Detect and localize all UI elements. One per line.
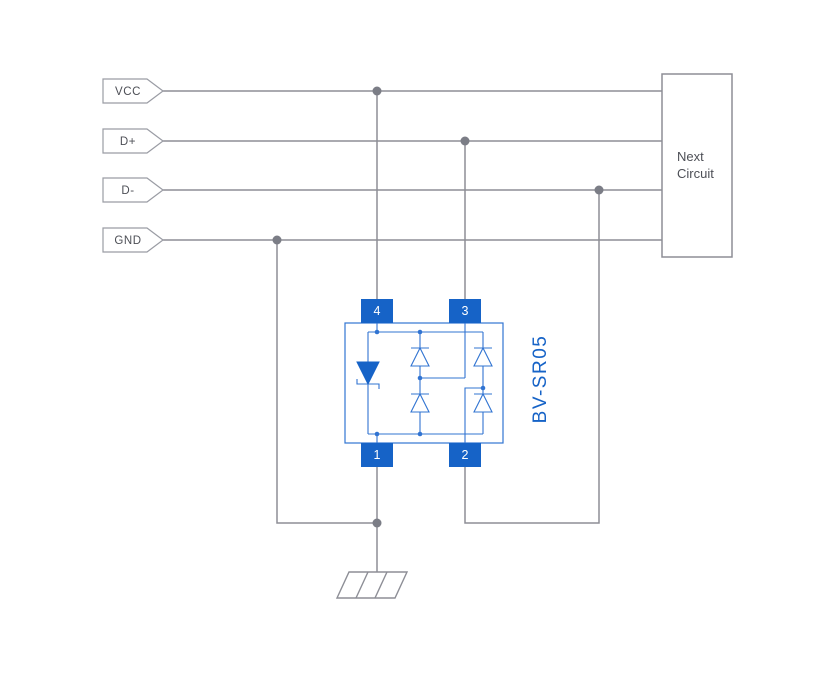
ground-symbol-icon xyxy=(335,571,409,599)
next-circuit-block: Next Circuit xyxy=(661,73,733,258)
net-label-gnd: GND xyxy=(114,235,141,247)
chip-pin-2 xyxy=(449,443,481,467)
part-number-label: BV-SR05 xyxy=(530,335,551,424)
junction-dot-dminus xyxy=(594,185,604,195)
next-circuit-box xyxy=(661,73,733,258)
diode-triangle xyxy=(410,392,430,413)
chip-pin-3-number: 3 xyxy=(462,304,469,318)
diode-icon-right-bottom xyxy=(473,392,493,413)
wire-dminus-drop xyxy=(464,190,600,524)
chip-pin-3 xyxy=(449,299,481,323)
internal-junction-dot xyxy=(417,375,423,381)
net-gnd: GND xyxy=(102,227,662,572)
internal-junction-dot xyxy=(480,385,486,391)
net-label-dminus: D- xyxy=(121,185,134,197)
tvs-array-chip: 4 3 1 2 xyxy=(344,299,551,467)
internal-junction-dot xyxy=(417,431,423,437)
net-tag-dplus xyxy=(102,128,164,154)
tvs-diode-triangle xyxy=(356,361,380,386)
net-label-dplus: D+ xyxy=(120,136,136,148)
net-tag-vcc xyxy=(102,78,164,104)
tvs-diode-icon xyxy=(356,361,380,389)
chip-pin-4 xyxy=(361,299,393,323)
junction-dot-gnd xyxy=(272,235,282,245)
next-circuit-label-line2: Circuit xyxy=(677,166,714,181)
net-tag-dminus xyxy=(102,177,164,203)
diode-icon-right-top xyxy=(473,346,493,367)
internal-junction-dot xyxy=(417,329,423,335)
chip-pin-4-number: 4 xyxy=(374,304,381,318)
junction-dot-vcc xyxy=(372,86,382,96)
internal-pin2-stub xyxy=(464,387,483,443)
chip-pin-2-number: 2 xyxy=(462,448,469,462)
diode-icon-middle-bottom xyxy=(410,392,430,413)
wire-gnd-drop xyxy=(276,240,377,524)
ground-symbol-outline xyxy=(335,571,409,599)
net-label-vcc: VCC xyxy=(115,86,141,98)
next-circuit-label-line1: Next xyxy=(677,149,704,164)
net-dminus: D- xyxy=(102,177,662,524)
junction-dot-dplus xyxy=(460,136,470,146)
internal-junction-dot xyxy=(374,329,380,335)
chip-pin-1 xyxy=(361,443,393,467)
tvs-diode-cathode-bar xyxy=(356,379,380,389)
diode-icon-middle-top xyxy=(410,346,430,367)
junction-dot-gnd-bottom xyxy=(372,518,382,528)
diode-triangle xyxy=(410,346,430,367)
internal-junction-dot xyxy=(374,431,380,437)
diode-triangle xyxy=(473,346,493,367)
chip-body xyxy=(344,322,504,444)
net-vcc: VCC xyxy=(102,78,662,299)
net-tag-gnd xyxy=(102,227,164,253)
net-dplus: D+ xyxy=(102,128,662,299)
ground-symbol-hatch xyxy=(355,571,388,599)
diode-triangle xyxy=(473,392,493,413)
chip-pin-1-number: 1 xyxy=(374,448,381,462)
